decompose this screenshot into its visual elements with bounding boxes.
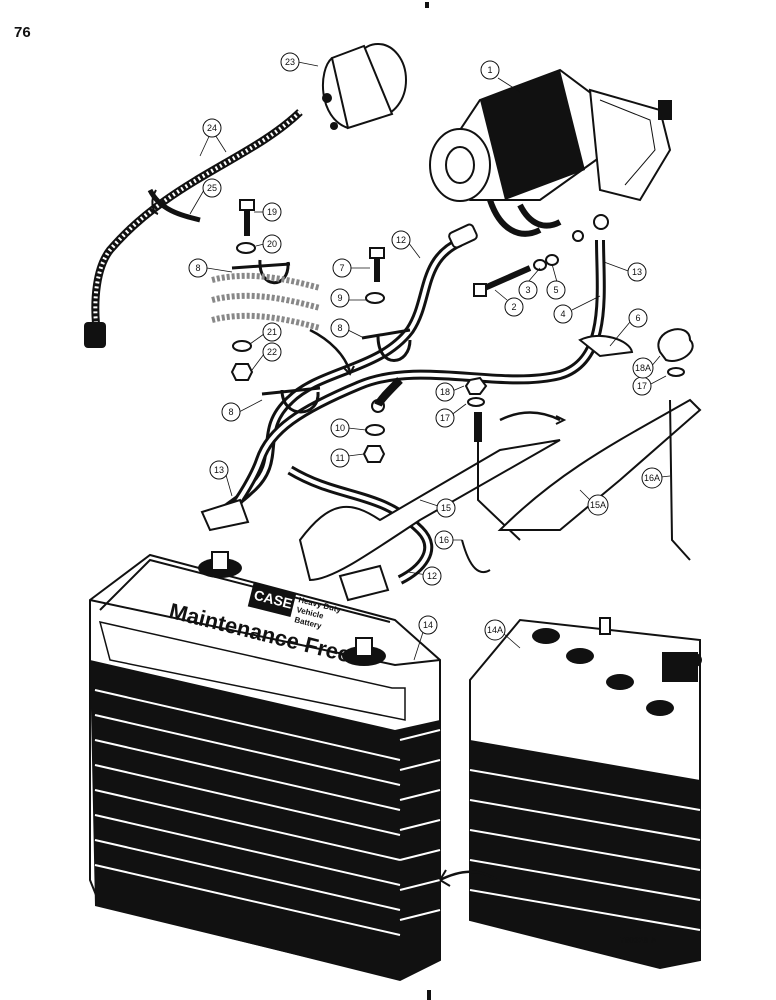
drawing-code: 780329 A <box>620 936 657 945</box>
svg-text:7: 7 <box>339 263 344 273</box>
callout-24: 24 <box>202 118 222 138</box>
gauge-23 <box>321 43 407 130</box>
svg-text:3: 3 <box>525 285 530 295</box>
svg-text:4: 4 <box>560 309 565 319</box>
svg-text:8: 8 <box>228 407 233 417</box>
callout-14A: 14A <box>484 619 506 641</box>
callout-22: 22 <box>262 342 282 362</box>
callout-18: 18 <box>435 382 455 402</box>
svg-text:15A: 15A <box>590 500 606 510</box>
battery-main: Maintenance Free CASE Heavy Duty Vehicle… <box>89 551 441 982</box>
svg-text:23: 23 <box>285 57 295 67</box>
callout-2: 2 <box>504 297 524 317</box>
starter-motor-1 <box>429 68 672 237</box>
svg-text:8: 8 <box>195 263 200 273</box>
svg-text:17: 17 <box>440 413 450 423</box>
callout-16: 16 <box>434 530 454 550</box>
callout-20: 20 <box>262 234 282 254</box>
callout-3: 3 <box>518 280 538 300</box>
battery-brackets <box>298 328 702 582</box>
callout-8c: 8 <box>221 402 241 422</box>
svg-text:14: 14 <box>423 620 433 630</box>
callout-21: 21 <box>262 322 282 342</box>
svg-text:17: 17 <box>637 381 647 391</box>
svg-text:9: 9 <box>337 293 342 303</box>
battery-alternate <box>439 617 702 970</box>
svg-text:8: 8 <box>337 323 342 333</box>
svg-text:14A: 14A <box>487 625 503 635</box>
callout-1: 1 <box>480 60 500 80</box>
callout-6: 6 <box>628 308 648 328</box>
svg-text:18A: 18A <box>635 363 651 373</box>
callout-23: 23 <box>280 52 300 72</box>
page-number: 76 <box>14 24 31 41</box>
callout-12a: 12 <box>391 230 411 250</box>
callout-8a: 8 <box>188 258 208 278</box>
svg-text:20: 20 <box>267 239 277 249</box>
svg-text:1: 1 <box>487 65 492 75</box>
callout-15A: 15A <box>587 494 609 516</box>
callout-9: 9 <box>330 288 350 308</box>
callout-5: 5 <box>546 280 566 300</box>
callout-12b: 12 <box>422 566 442 586</box>
svg-text:6: 6 <box>635 313 640 323</box>
sender-cable <box>84 109 303 348</box>
svg-text:2: 2 <box>511 302 516 312</box>
callout-8b: 8 <box>330 318 350 338</box>
callout-13b: 13 <box>209 460 229 480</box>
svg-text:13: 13 <box>632 267 642 277</box>
callout-13a: 13 <box>627 262 647 282</box>
svg-text:16A: 16A <box>644 473 660 483</box>
callout-18A: 18A <box>632 357 654 379</box>
callout-19: 19 <box>262 202 282 222</box>
svg-text:18: 18 <box>440 387 450 397</box>
svg-text:12: 12 <box>396 235 406 245</box>
callout-15: 15 <box>436 498 456 518</box>
svg-text:5: 5 <box>553 285 558 295</box>
svg-text:21: 21 <box>267 327 277 337</box>
svg-text:24: 24 <box>207 123 217 133</box>
svg-text:25: 25 <box>207 183 217 193</box>
svg-text:12: 12 <box>427 571 437 581</box>
svg-text:19: 19 <box>267 207 277 217</box>
svg-text:10: 10 <box>335 423 345 433</box>
svg-text:13: 13 <box>214 465 224 475</box>
callout-16A: 16A <box>641 467 663 489</box>
callout-10: 10 <box>330 418 350 438</box>
callout-7: 7 <box>332 258 352 278</box>
callout-25: 25 <box>202 178 222 198</box>
svg-text:15: 15 <box>441 503 451 513</box>
svg-text:11: 11 <box>335 453 344 463</box>
callout-11: 11 <box>330 448 350 468</box>
svg-text:22: 22 <box>267 347 277 357</box>
callout-17b: 17 <box>632 376 652 396</box>
callout-4: 4 <box>553 304 573 324</box>
callout-17a: 17 <box>435 408 455 428</box>
callout-14: 14 <box>418 615 438 635</box>
svg-text:16: 16 <box>439 535 449 545</box>
clips-hardware <box>211 199 694 463</box>
